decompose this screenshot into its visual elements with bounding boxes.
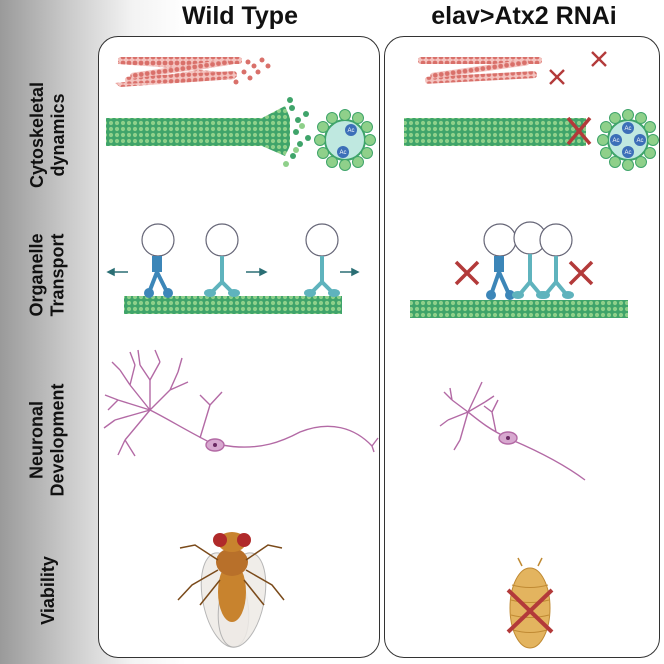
ac-label-mut-2: Ac xyxy=(612,138,619,144)
ac-label-mut-1: Ac xyxy=(624,126,631,132)
wt-dynein-right xyxy=(304,223,340,297)
wt-microtubule-cross-section xyxy=(314,109,376,171)
mutant-stable-microtubule xyxy=(404,118,586,146)
mutant-actin-cross-2 xyxy=(549,69,565,85)
wt-transport-microtubule xyxy=(124,296,342,314)
mutant-microtubule-cross xyxy=(566,116,592,146)
wt-kinesin-left xyxy=(141,223,175,298)
mutant-actin-cross-1 xyxy=(591,51,607,67)
mutant-pupa xyxy=(509,557,551,649)
mutant-microtubule-cross-section xyxy=(597,109,659,171)
ac-label-mut-3: Ac xyxy=(636,138,643,144)
mutant-viability-cross xyxy=(506,588,554,634)
wt-microtubule-depolymerizing xyxy=(106,97,311,167)
mutant-transport-microtubule xyxy=(410,300,628,318)
mutant-transport-cross-left xyxy=(454,260,480,286)
wt-motion-arrows xyxy=(106,267,360,277)
mutant-neuron xyxy=(439,381,586,481)
mutant-stalled-motors xyxy=(483,221,574,300)
ac-label-wt-1: Ac xyxy=(347,128,354,134)
wt-dynein-middle xyxy=(204,223,240,297)
ac-label-mut-4: Ac xyxy=(624,150,631,156)
mutant-actin-filaments xyxy=(418,57,542,84)
mutant-transport-cross-right xyxy=(568,260,594,286)
wt-neuron xyxy=(103,349,379,457)
wt-fly xyxy=(177,532,285,648)
ac-label-wt-2: Ac xyxy=(339,150,346,156)
mutant-title: elav>Atx2 RNAi xyxy=(431,2,617,30)
wt-actin-filaments xyxy=(115,57,271,87)
wild-type-title: Wild Type xyxy=(182,2,298,30)
